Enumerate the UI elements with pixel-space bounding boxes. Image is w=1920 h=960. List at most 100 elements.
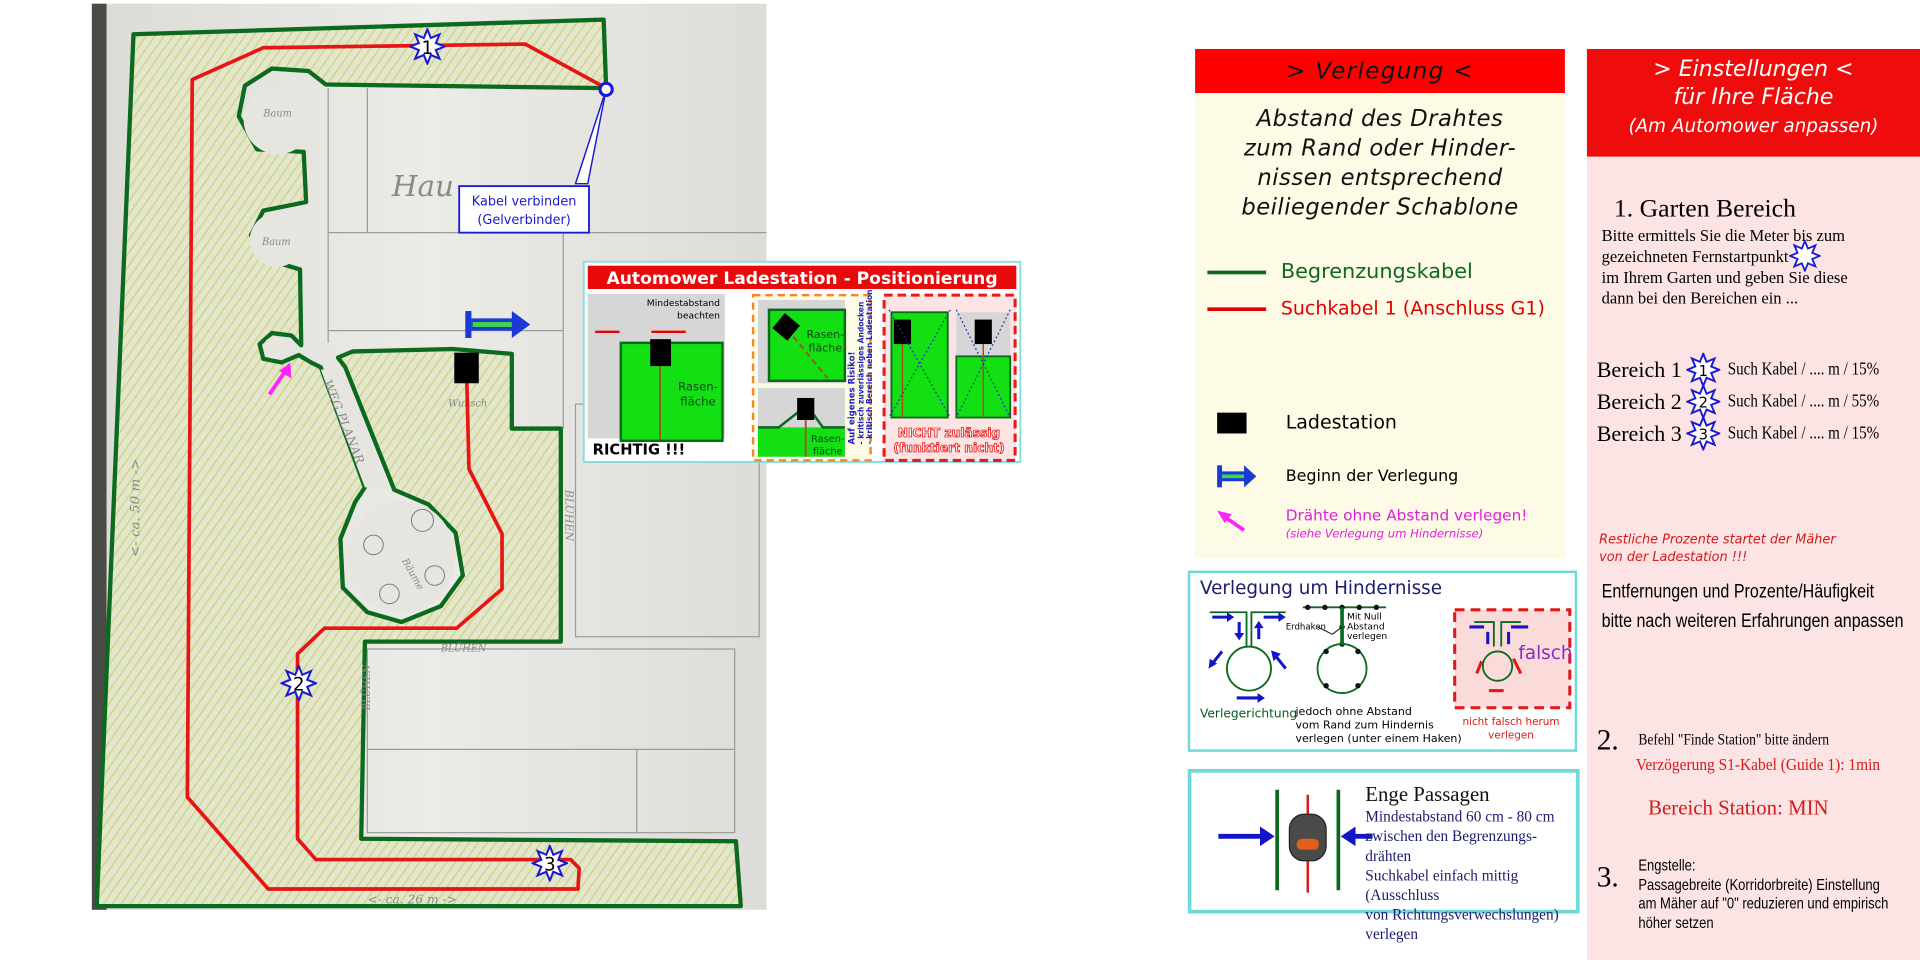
risk-line: - kritisch Bereich neben Ladestation — [865, 289, 874, 444]
verlegung-legend-panel: Abstand des Drahtes zum Rand oder Hinder… — [1195, 93, 1565, 559]
legend-label: Beginn der Verlegung — [1285, 467, 1459, 486]
step-3-line: Passagebreite (Korridorbreite) Einstellu… — [1638, 876, 1880, 894]
svg-text:falsch: falsch — [1518, 643, 1572, 664]
subtitle-line: nissen entsprechend — [1257, 165, 1503, 192]
not-allowed-label: NICHT zulässig — [898, 426, 1000, 440]
area-3-value[interactable]: Such Kabel / .... m / 15% — [1728, 423, 1880, 443]
star-icon: 3 — [1686, 416, 1721, 451]
start-arrow-icon — [1217, 465, 1257, 488]
narrow-line: Mindestabstand 60 cm - 80 cm — [1365, 808, 1555, 826]
area-2-value[interactable]: Such Kabel / .... m / 55% — [1728, 391, 1880, 411]
svg-text:Rasen-: Rasen- — [811, 434, 845, 445]
step-2-text: Befehl "Finde Station" bitte ändern — [1638, 729, 1830, 749]
svg-text:verlegen: verlegen — [1347, 631, 1387, 642]
search-cable — [185, 42, 608, 891]
svg-text:fläche: fläche — [680, 394, 715, 408]
narrow-line: Suchkabel einfach mittig (Ausschluss — [1365, 866, 1519, 904]
narrow-line: zwischen den Begrenzungs- — [1365, 827, 1538, 845]
step-2-delay: Verzögerung S1-Kabel (Guide 1): 1min — [1635, 756, 1881, 776]
svg-text:3: 3 — [1699, 427, 1708, 444]
star-icon: 2 — [1686, 384, 1721, 419]
green-line-icon — [1207, 270, 1267, 274]
subtitle-line: beiliegender Schablone — [1241, 194, 1519, 221]
legend-start: Beginn der Verlegung — [1207, 464, 1458, 488]
legend-label: Drähte ohne Abstand verlegen! — [1285, 505, 1528, 525]
obstacles-title: Verlegung um Hindernisse — [1200, 578, 1442, 599]
sketch-label-bluehen: BLÜHEN — [563, 489, 577, 542]
mindestabstand-label: Mindestabstand — [647, 298, 720, 309]
sketch-label-baum: Baum — [262, 108, 292, 119]
settings-header: > Einstellungen < für Ihre Fläche (Am Au… — [1586, 48, 1920, 157]
narrow-passages-panel: Enge Passagen Mindestabstand 60 cm - 80 … — [1187, 768, 1580, 943]
svg-text:vom Rand zum Hindernis: vom Rand zum Hindernis — [1296, 719, 1435, 732]
settings-header-line: für Ihre Fläche — [1673, 84, 1834, 111]
settings-panel: 1. Garten Bereich Bitte ermittels Sie di… — [1586, 156, 1920, 960]
subtitle-line: Abstand des Drahtes — [1256, 106, 1504, 133]
svg-text:fläche: fläche — [813, 446, 843, 457]
legend-label: Ladestation — [1285, 411, 1397, 434]
area-row-2: Bereich 2 2 Such Kabel / .... m / 55% — [1597, 384, 1913, 419]
settings-header-line: > Einstellungen < — [1653, 56, 1854, 83]
mindestabstand-label-2: beachten — [677, 310, 720, 321]
not-allowed-label-2: (funktiert nicht) — [893, 441, 1004, 455]
callout-line-1: Kabel verbinden — [472, 195, 577, 210]
remaining-percent-note: Restliche Prozente startet der Mäher — [1599, 532, 1836, 548]
step-2-number: 2. — [1596, 724, 1619, 757]
pencil-sketch-lines — [327, 88, 767, 834]
svg-text:fläche: fläche — [809, 341, 843, 354]
garden-text-line: Bitte ermittels Sie die Meter bis zum — [1601, 226, 1845, 245]
sketch-label-length-bottom: <- ca. 26 m -> — [367, 893, 457, 907]
sketch-label-baum: Baum — [261, 237, 291, 248]
step-3-line: am Mäher auf "0" reduzieren und empirisc… — [1638, 895, 1889, 913]
remote-start-star-2: 2 — [280, 665, 318, 702]
garden-text-line: dann bei den Bereichen ein ... — [1601, 288, 1799, 308]
settings-header-line: (Am Automower anpassen) — [1628, 115, 1879, 138]
panel-title: Automower Ladestation - Positionierung — [606, 269, 997, 289]
callout-pointer — [574, 89, 607, 185]
charging-station-positioning-panel: Automower Ladestation - Positionierung M… — [582, 260, 1022, 463]
sketch-label-length-left: <- ca. 50 m -> — [129, 459, 144, 557]
callout-line-2: (Gelverbinder) — [477, 213, 570, 228]
svg-text:Rasen-: Rasen- — [806, 328, 844, 341]
sketch-label-bluehen: BLÜHEN — [361, 664, 373, 711]
step-3-line: Engstelle: — [1638, 857, 1696, 875]
adjust-note: bitte nach weiteren Erfahrungen anpassen — [1601, 611, 1904, 632]
charging-station-icon — [454, 352, 479, 384]
remote-start-star-3: 3 — [531, 845, 569, 882]
area-1-value[interactable]: Such Kabel / .... m / 15% — [1728, 359, 1880, 379]
table-edge — [91, 3, 107, 910]
svg-text:Rasen-: Rasen- — [678, 380, 718, 394]
garden-map: Hau Baum Baum Bäume WEG PLANAR Wunsch <-… — [91, 3, 767, 910]
station-area-setting: Bereich Station: MIN — [1648, 795, 1829, 820]
adjust-note: Entfernungen und Prozente/Häufigkeit — [1601, 581, 1875, 603]
subtitle-line: zum Rand oder Hinder- — [1243, 135, 1517, 162]
svg-text:nicht falsch herum: nicht falsch herum — [1462, 716, 1559, 728]
verlegung-header: > Verlegung < — [1195, 48, 1565, 94]
risk-line: Auf eigenes Risiko! — [848, 352, 858, 445]
no-gap-arrow-icon — [267, 362, 292, 396]
area-row-1: Bereich 1 1 Such Kabel / .... m / 15% — [1597, 352, 1913, 387]
svg-text:Abstand: Abstand — [1347, 621, 1385, 632]
callout-box — [458, 185, 590, 234]
step-3-number: 3. — [1596, 862, 1619, 894]
wrong-direction-diagram: falsch nicht falsch herum verlegen — [1453, 608, 1572, 741]
mower-passage-icon — [1218, 789, 1373, 893]
remaining-percent-note: von der Ladestation !!! — [1599, 549, 1748, 565]
narrow-line: drähten — [1365, 847, 1412, 865]
tree-areas — [243, 85, 456, 614]
legend-boundary-wire: Begrenzungskabel — [1207, 260, 1473, 284]
obstacles-panel: Verlegung um Hindernisse Verlegerichtung — [1187, 570, 1578, 752]
svg-text:verlegen (unter einem Haken): verlegen (unter einem Haken) — [1296, 732, 1462, 745]
magenta-arrow-icon — [1217, 510, 1246, 532]
legend-search-cable: Suchkabel 1 (Anschluss G1) — [1207, 298, 1545, 320]
svg-text:verlegen: verlegen — [1488, 729, 1534, 741]
zero-gap-diagram: Erdhaken Mit Null Abstand verlegen jedoc… — [1286, 604, 1462, 745]
sketch-label-haus: Hau — [391, 169, 454, 203]
area-row-3: Bereich 3 3 Such Kabel / .... m / 15% — [1597, 416, 1913, 451]
svg-text:1: 1 — [422, 38, 434, 59]
start-arrow-icon — [465, 311, 531, 338]
red-line-icon — [1207, 306, 1267, 311]
star-icon: 1 — [1686, 352, 1721, 387]
svg-text:3: 3 — [544, 855, 556, 876]
svg-text:2: 2 — [293, 675, 305, 696]
